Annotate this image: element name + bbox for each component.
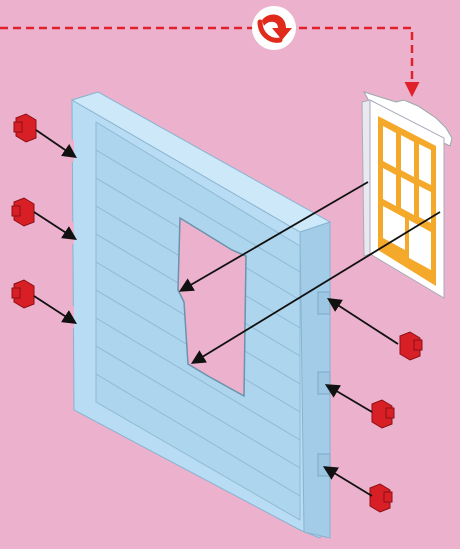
rotate-arrow-icon [252,6,296,50]
dashed-path [0,28,412,92]
red-clip [370,484,392,512]
window [362,92,452,298]
red-clip [12,280,34,308]
red-clip [372,400,394,428]
red-clip [14,114,36,142]
red-clip [12,198,34,226]
wall-panel [68,92,330,538]
red-clip [400,332,422,360]
